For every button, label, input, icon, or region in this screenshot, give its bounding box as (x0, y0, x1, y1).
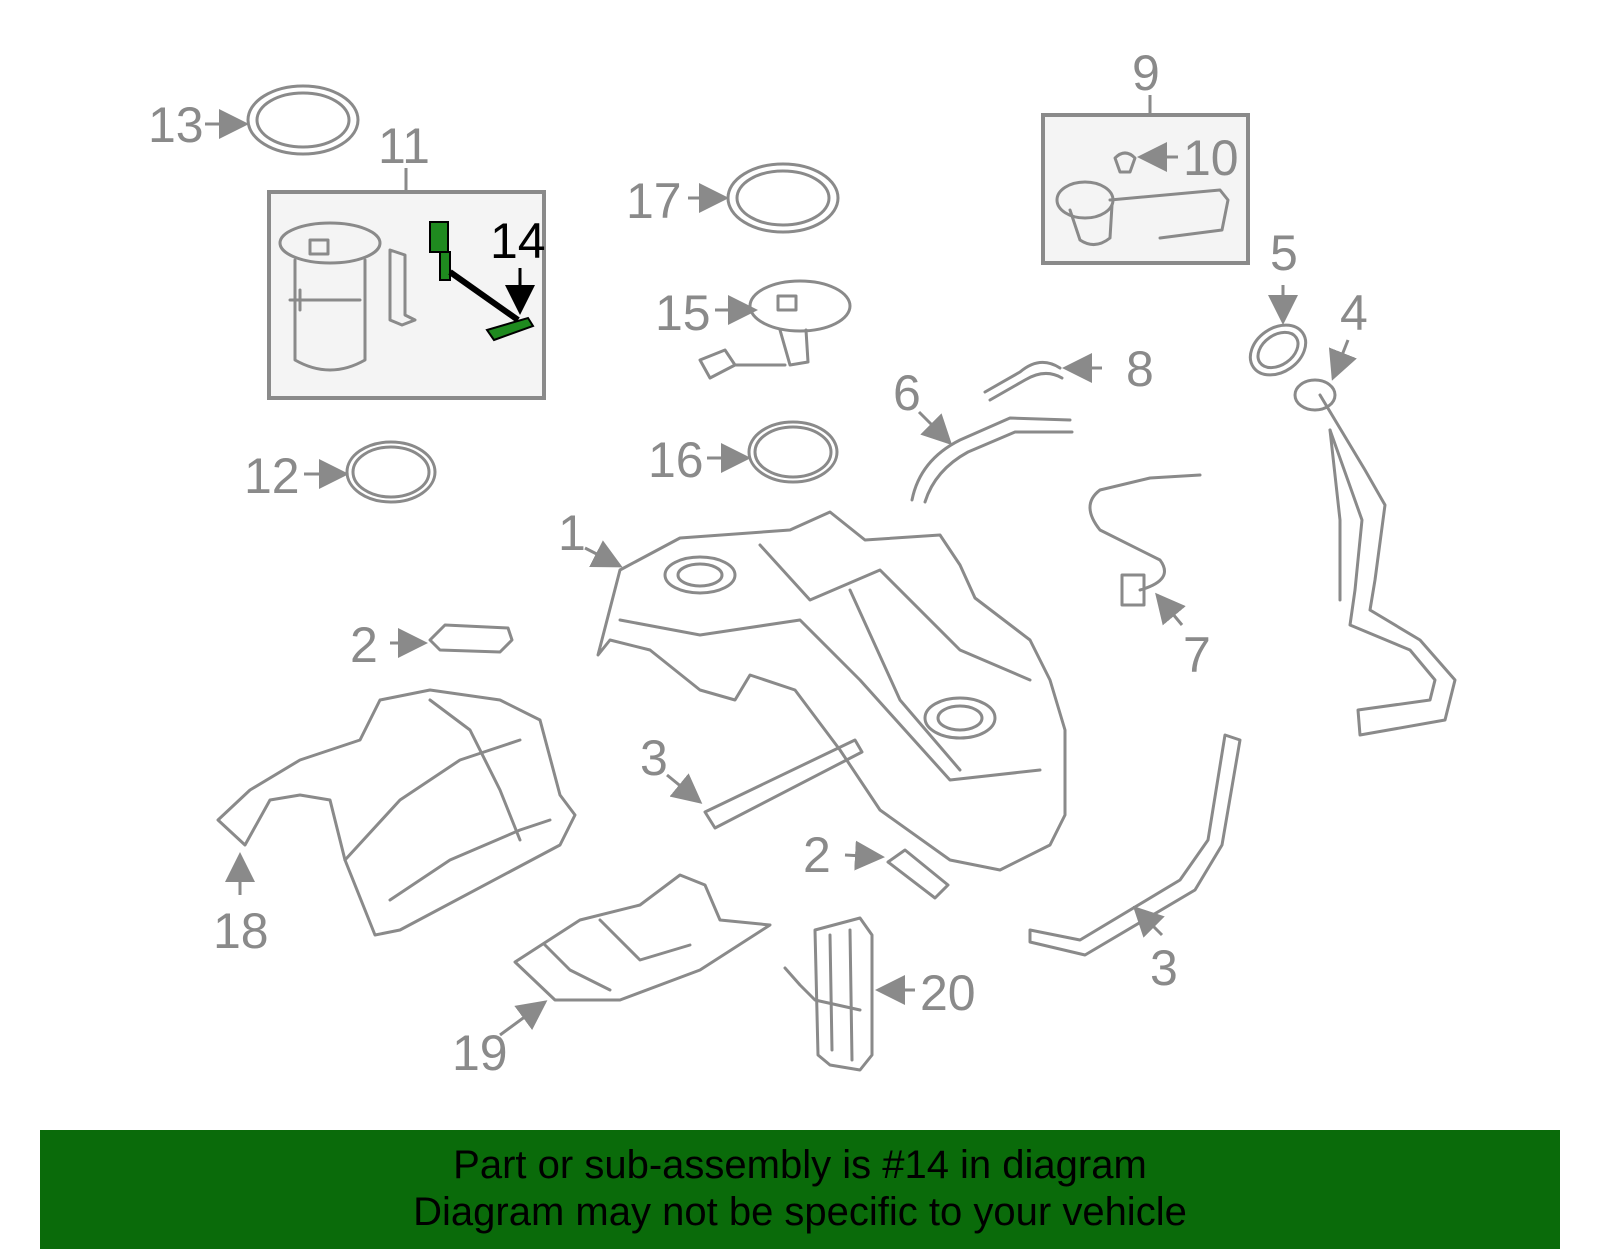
gasket-12[interactable] (304, 440, 437, 504)
callout-20[interactable]: 20 (920, 965, 976, 1021)
part-6-hose[interactable] (910, 410, 1074, 504)
gasket-13[interactable] (205, 84, 360, 156)
part-2-pad-upper[interactable] (390, 623, 514, 658)
gasket-17[interactable] (688, 162, 840, 234)
callout-9[interactable]: 9 (1132, 45, 1160, 101)
callout-6[interactable]: 6 (893, 365, 921, 421)
part-20-module[interactable] (783, 916, 915, 1072)
sender-unit-box[interactable] (1041, 95, 1250, 265)
gasket-16[interactable] (707, 420, 839, 484)
callout-5[interactable]: 5 (1270, 225, 1298, 281)
part-3-strap-right[interactable] (1028, 733, 1242, 957)
callout-10[interactable]: 10 (1183, 130, 1239, 186)
part-2-pad-lower[interactable] (844, 840, 950, 900)
part-1-fuel-tank[interactable] (584, 510, 1067, 872)
callout-3-right[interactable]: 3 (1150, 940, 1178, 996)
part-5-ring[interactable] (1241, 285, 1315, 385)
callout-1[interactable]: 1 (558, 505, 586, 561)
callout-19[interactable]: 19 (452, 1025, 508, 1081)
callout-2-lower[interactable]: 2 (803, 827, 831, 883)
callout-11[interactable]: 11 (378, 118, 430, 174)
callout-14[interactable]: 14 (490, 213, 546, 269)
part-4-filler-neck[interactable] (1293, 339, 1457, 737)
callout-17[interactable]: 17 (626, 173, 682, 229)
part-19-shield[interactable] (499, 873, 772, 1037)
part-15-sender[interactable] (698, 279, 852, 380)
callout-8[interactable]: 8 (1126, 341, 1154, 397)
callout-16[interactable]: 16 (648, 432, 704, 488)
callout-12[interactable]: 12 (244, 448, 300, 504)
pump-module-box[interactable] (267, 168, 546, 400)
banner-line-2: Diagram may not be specific to your vehi… (413, 1190, 1187, 1234)
callout-18[interactable]: 18 (213, 903, 269, 959)
callout-3-left[interactable]: 3 (640, 730, 668, 786)
info-banner: Part or sub-assembly is #14 in diagram D… (40, 1130, 1560, 1249)
part-3-strap-left[interactable] (666, 738, 864, 830)
callout-7[interactable]: 7 (1183, 627, 1211, 683)
callout-4[interactable]: 4 (1340, 285, 1368, 341)
part-7-line[interactable] (1088, 473, 1202, 626)
part-18-heat-shield[interactable] (216, 688, 577, 937)
callout-2-upper[interactable]: 2 (350, 617, 378, 673)
part-8-hose[interactable] (983, 353, 1102, 402)
callout-15[interactable]: 15 (655, 285, 711, 341)
parts-diagram: 1 2 2 3 3 4 5 6 7 8 9 10 11 12 13 14 15 … (148, 45, 1457, 1081)
callout-13[interactable]: 13 (148, 97, 204, 153)
banner-line-1: Part or sub-assembly is #14 in diagram (453, 1143, 1147, 1187)
